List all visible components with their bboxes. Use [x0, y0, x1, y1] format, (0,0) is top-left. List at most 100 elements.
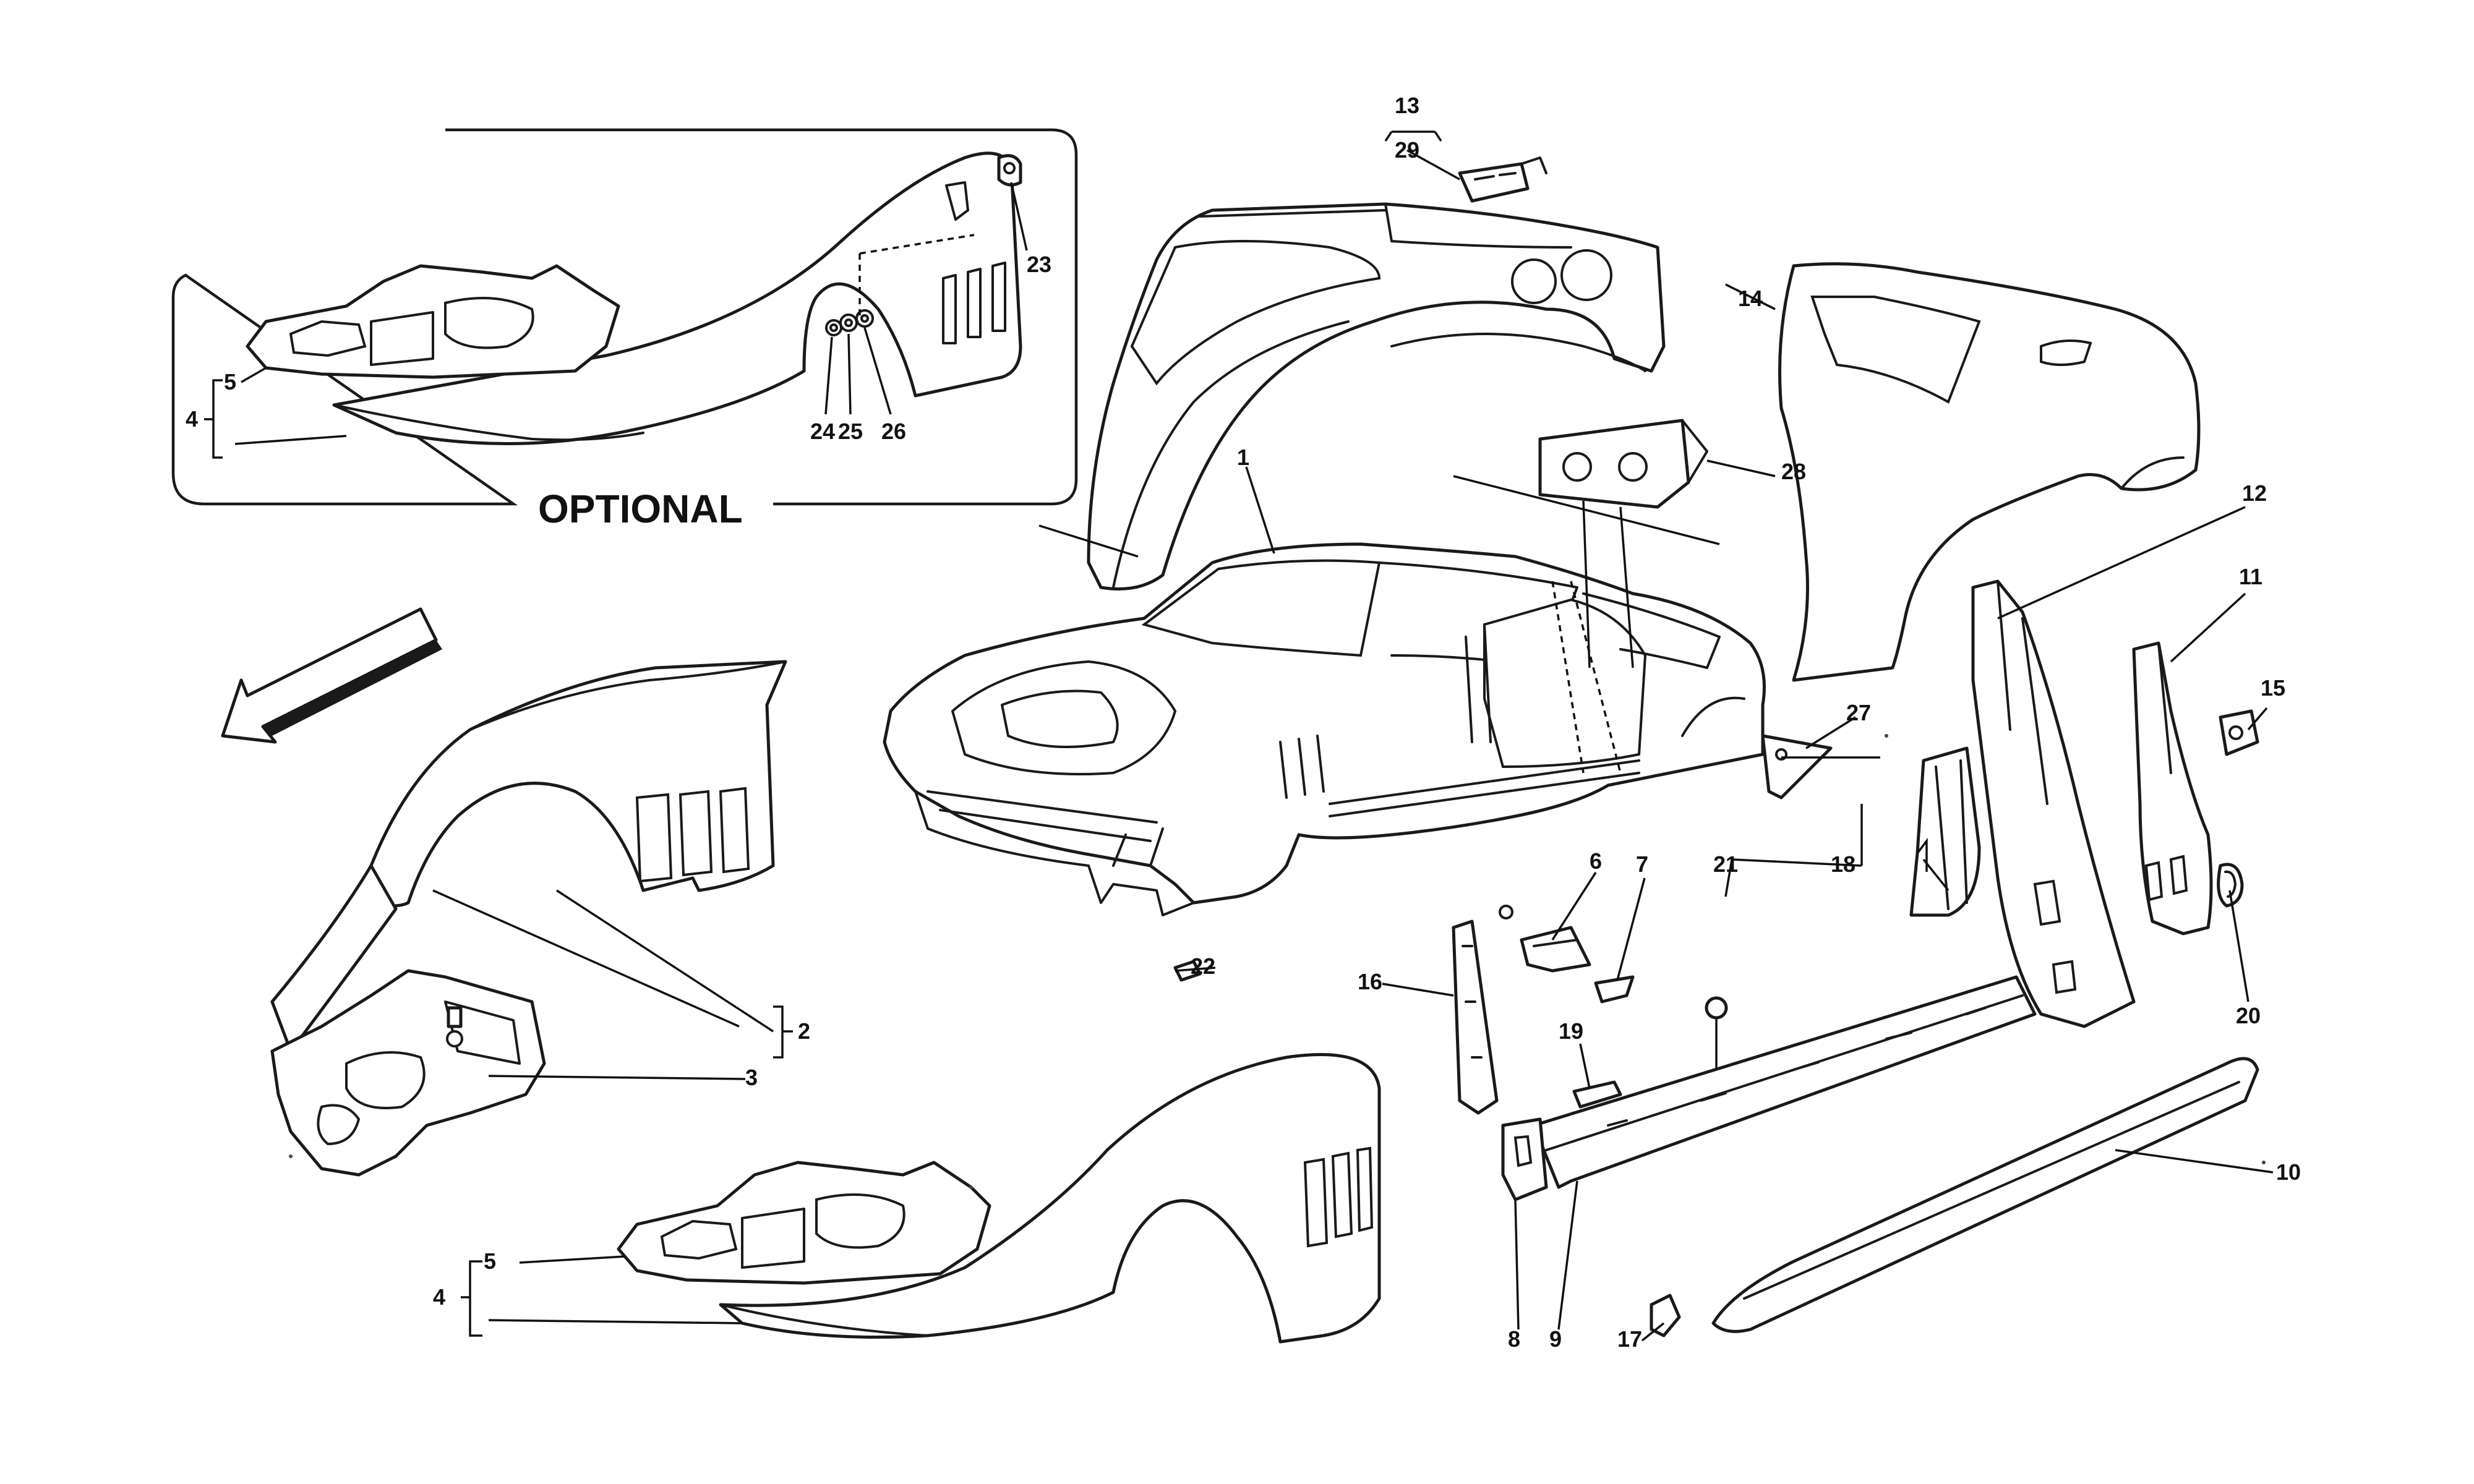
bracket-6-detail — [1533, 939, 1578, 947]
body-shell-door-dashed — [1551, 581, 1622, 774]
body-shell-front-crossmember — [927, 790, 1164, 867]
inner-sill-9-holes — [1607, 1007, 1987, 1127]
body-shell-rear-window — [1582, 592, 1721, 669]
body-shell-side-vents — [1279, 735, 1325, 799]
lower-wing-vent-3 — [1356, 1146, 1374, 1232]
lower-inner-hole-1 — [660, 1219, 738, 1260]
outer-sill-10 — [1711, 1057, 2259, 1333]
part-15-hole — [2228, 725, 2243, 740]
callout-15: 15 — [2261, 675, 2285, 701]
bracket-28-hole-2 — [1618, 452, 1648, 482]
callout-5-inset: 5 — [224, 369, 236, 394]
front-direction-arrow — [221, 607, 438, 744]
bracket-28 — [1538, 419, 1690, 509]
front-inner-wheelhouse-hole-2 — [317, 1104, 361, 1146]
grommet-20 — [2217, 863, 2244, 908]
fuel-filler-cap-center — [1003, 162, 1016, 174]
lower-wing-bottom-strip — [719, 1303, 929, 1337]
inset-wing-vent-3 — [991, 262, 1006, 332]
bracket-28-guide — [1453, 475, 1720, 668]
bracket-19 — [1572, 1080, 1622, 1109]
bracket-29 — [1458, 162, 1530, 203]
end-cap-8-hole — [1513, 1135, 1533, 1167]
callout-1: 1 — [1237, 445, 1249, 470]
callout-14: 14 — [1738, 286, 1763, 311]
rear-wheelhouse-window-opening — [1130, 240, 1381, 386]
pillar-11-hole-1 — [2144, 861, 2164, 902]
callout-25: 25 — [838, 419, 863, 444]
plug-21 — [1705, 996, 1728, 1020]
pillar-11-hole-2 — [2169, 855, 2188, 895]
callout-28: 28 — [1781, 459, 1806, 484]
callout-labels: 1 2 3 4 5 4 5 6 7 8 9 10 11 12 13 14 15 … — [186, 93, 2301, 1352]
body-shell-roof — [1378, 561, 1578, 669]
washer-25-inner — [844, 318, 853, 327]
body-shell-rear-arch — [1681, 696, 1745, 737]
rear-inner-wheelhouse-group — [1087, 156, 1666, 591]
rear-wheelhouse-hole-2 — [1511, 258, 1557, 304]
washer-25 — [839, 313, 858, 332]
lower-inner-rib — [741, 1208, 805, 1269]
rear-wheelhouse-hole-1 — [1560, 249, 1612, 301]
pillar-12 — [1971, 579, 2136, 1028]
rear-wheelhouse-arch-rib — [1112, 320, 1350, 589]
callout-26: 26 — [881, 419, 906, 444]
callout-22: 22 — [1191, 953, 1215, 979]
callout-9: 9 — [1549, 1326, 1562, 1352]
callout-2: 2 — [798, 1018, 810, 1044]
bracket-28-flange — [1539, 419, 1708, 508]
callout-21: 21 — [1713, 851, 1738, 877]
callout-4-inset: 4 — [186, 406, 198, 432]
lower-wing-vent-2 — [1331, 1151, 1353, 1239]
callout-16: 16 — [1358, 969, 1382, 994]
body-shell-door-opening — [1483, 598, 1647, 769]
callout-29: 29 — [1395, 137, 1419, 163]
callout-5-lower: 5 — [484, 1248, 496, 1274]
rear-quarter-arch-lip — [2120, 456, 2185, 490]
inner-sill-9-face — [1545, 994, 2024, 1151]
body-shell-group — [883, 542, 1766, 916]
front-direction-arrow-shade — [263, 640, 442, 736]
bracket-6 — [1520, 926, 1591, 973]
body-shell-front-frame — [914, 790, 1195, 916]
inset-dashed-guide — [858, 234, 975, 315]
callout-10: 10 — [2276, 1159, 2301, 1185]
rear-quarter-fuel-door — [2040, 339, 2092, 366]
front-wing-vent-3 — [719, 787, 750, 874]
callout-8: 8 — [1508, 1326, 1520, 1352]
front-wing-washer — [446, 1030, 463, 1047]
washer-26-inner — [860, 314, 869, 323]
bracket-7 — [1594, 975, 1635, 1004]
leader-lines — [204, 130, 2274, 1342]
front-left-wing-group — [270, 660, 787, 1177]
trim-17 — [1650, 1294, 1681, 1337]
front-wing-bolt — [447, 1006, 463, 1028]
callout-27: 27 — [1846, 700, 1871, 725]
pillar-11-edge — [2157, 642, 2172, 774]
body-shell-front-bay — [951, 660, 1176, 775]
body-shell-b-pillar — [1465, 623, 1492, 743]
body-shell-front-bay-inner — [1001, 689, 1119, 748]
lower-wing-vent-1 — [1303, 1158, 1329, 1248]
lower-front-wing-panel — [719, 1053, 1381, 1344]
bracket-29-detail — [1474, 156, 1547, 181]
callout-23: 23 — [1027, 252, 1051, 277]
front-wing-vent-1 — [635, 793, 673, 883]
rear-quarter-panel-group — [1778, 262, 2201, 682]
pillar-12-hole-2 — [2052, 960, 2077, 994]
callout-12: 12 — [2242, 480, 2267, 506]
inset-wing-vent-1 — [942, 274, 957, 344]
body-shell-sill — [1329, 759, 1640, 817]
inset-wing-vent-2 — [967, 268, 982, 338]
callout-17: 17 — [1617, 1326, 1642, 1352]
rear-wheelhouse-arch-rib-2 — [1390, 333, 1646, 372]
inner-sill-9 — [1532, 975, 2037, 1189]
callout-19: 19 — [1559, 1018, 1583, 1044]
lower-front-wing-group — [617, 1053, 1381, 1344]
callout-6: 6 — [1590, 848, 1602, 874]
inset-panel-hole-1 — [289, 320, 367, 357]
fuel-filler-cap — [997, 154, 1022, 187]
callout-4-lower: 4 — [433, 1284, 445, 1310]
reference-dots — [289, 734, 2266, 1189]
